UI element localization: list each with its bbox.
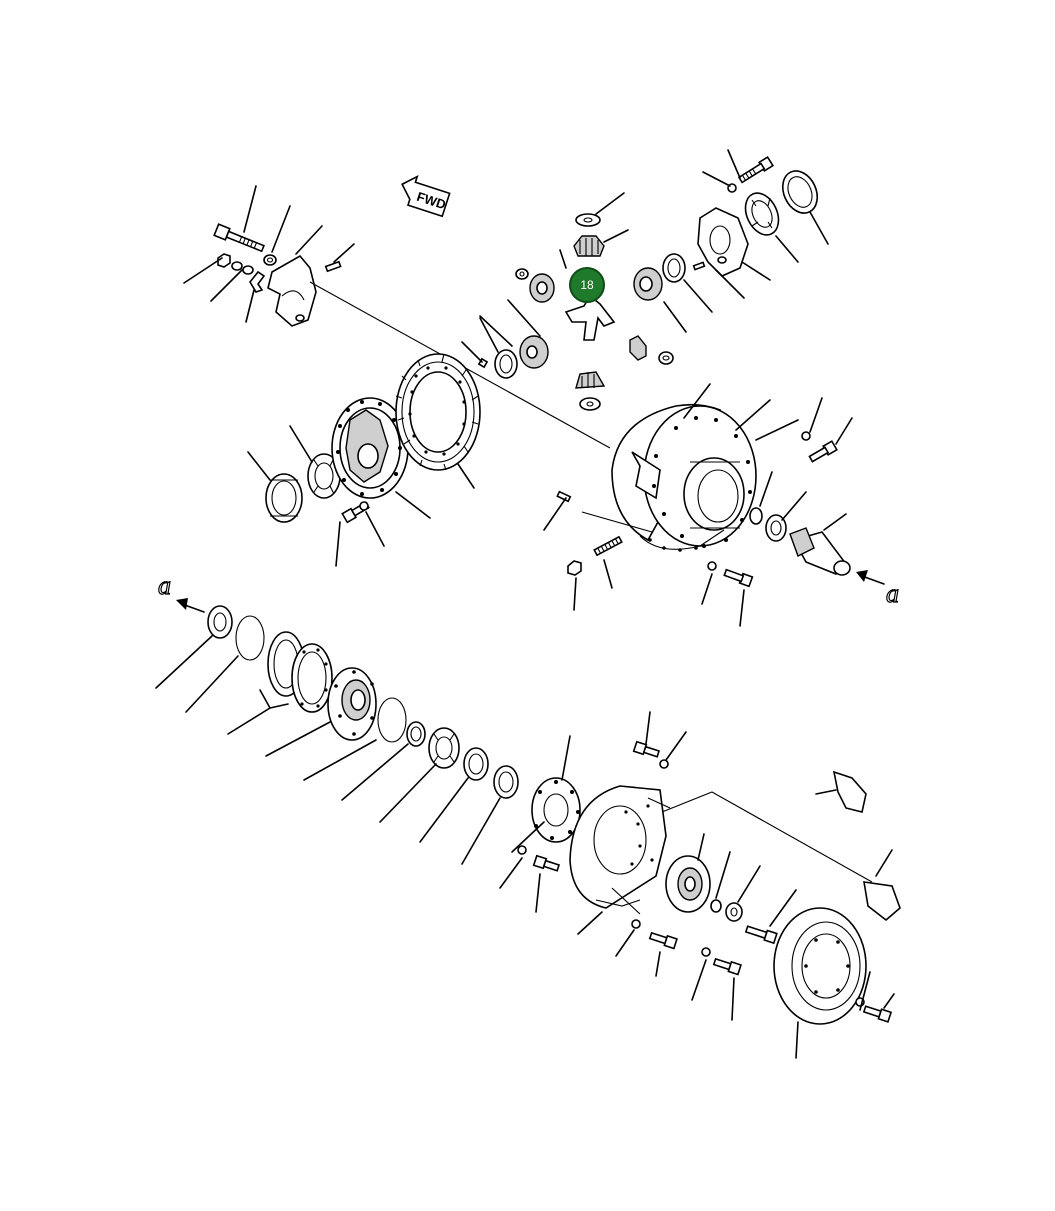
- brake-rotor-assembly: [499, 711, 901, 1059]
- fwd-direction-arrow: FWD: [401, 174, 451, 218]
- bearing-cap-assembly-left: [183, 185, 611, 449]
- reference-letter-left: a: [158, 571, 171, 600]
- diff-case-ring-gear-assembly: [247, 353, 481, 567]
- reference-arrow-right: a: [856, 570, 900, 609]
- differential-gears-assembly: [461, 192, 713, 411]
- wheel-hub-bearing-stack: a: [155, 570, 519, 865]
- bearing-cap-assembly-right: [692, 149, 829, 299]
- callout-18-marker[interactable]: 18: [569, 267, 605, 303]
- carrier-housing-pinion-assembly: a: [543, 383, 900, 627]
- reference-arrow-left: a: [157, 570, 205, 613]
- reference-letter-right: a: [886, 579, 899, 608]
